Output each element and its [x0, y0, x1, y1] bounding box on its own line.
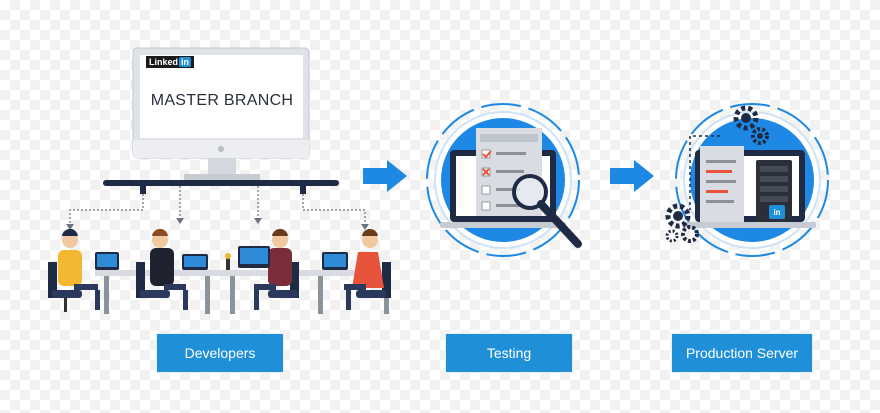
master-branch-monitor [132, 47, 310, 180]
developer-4 [322, 228, 391, 310]
gear-icon [665, 203, 699, 243]
production-server-label: Production Server [672, 334, 812, 372]
testing-label-text: Testing [486, 345, 532, 361]
server-linkedin-badge: in [769, 205, 785, 219]
production-illustration [665, 103, 829, 257]
developer-3 [225, 228, 299, 310]
testing-label: Testing [446, 334, 572, 372]
master-branch-title: MASTER BRANCH [150, 92, 294, 109]
developer-2 [136, 228, 208, 310]
linkedin-in: in [179, 57, 192, 67]
developers-label: Developers [157, 334, 283, 372]
developers-group [48, 228, 391, 314]
developers-label-text: Developers [184, 345, 256, 361]
linkedin-text: Linked [149, 57, 179, 67]
arrow-to-testing [363, 160, 407, 192]
production-server-label-text: Production Server [685, 345, 799, 361]
developer-1 [48, 228, 119, 312]
arrow-to-production [610, 160, 654, 192]
testing-illustration [426, 103, 582, 257]
distribution-bar [66, 180, 369, 230]
gear-icon [733, 105, 769, 145]
